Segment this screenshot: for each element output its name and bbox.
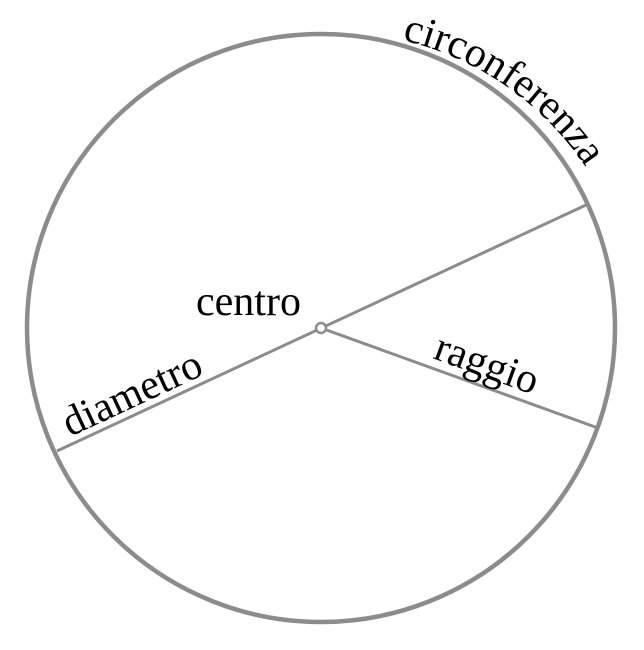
center-point [314, 321, 328, 335]
radius-line [320, 326, 599, 430]
center-label: centro [196, 279, 301, 325]
circumference-label: circonferenza [399, 5, 615, 173]
radius-label: raggio [429, 324, 546, 404]
circumference-circle [24, 31, 618, 625]
diameter-label: diametro [55, 341, 210, 446]
